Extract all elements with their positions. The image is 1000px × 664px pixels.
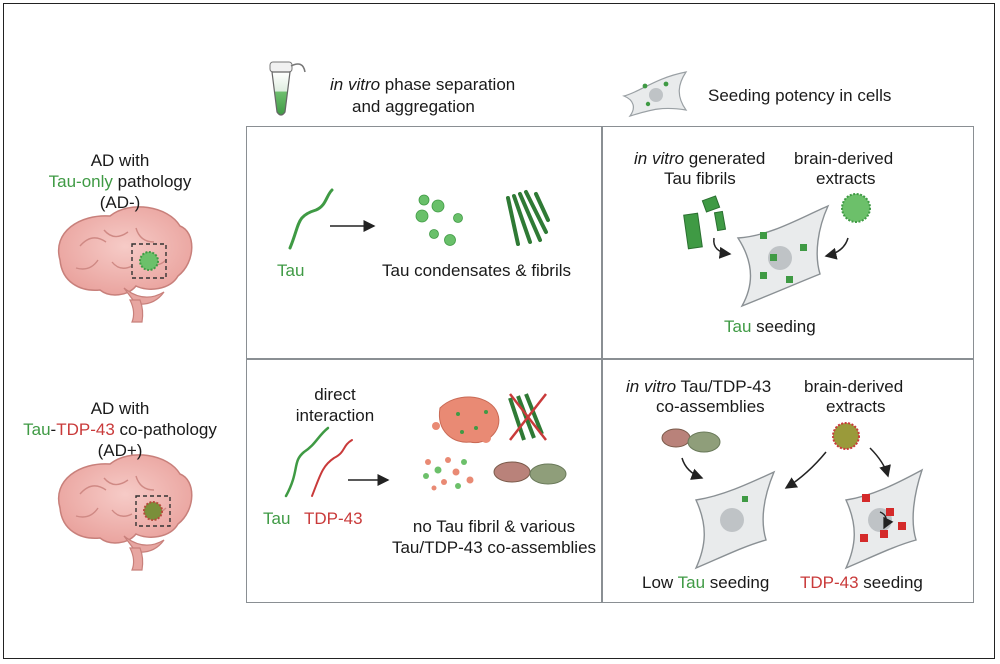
tau-strand — [288, 188, 334, 250]
extracts-label: brain-derived — [804, 377, 904, 396]
invitro-header: in vitro phase separation — [330, 75, 516, 94]
row2-label-line1: AD with — [90, 399, 150, 418]
interaction-label: direct — [314, 385, 356, 404]
tube-icon — [269, 61, 306, 116]
invitro-header-line2: and aggregation — [352, 97, 475, 116]
tau-label: Tau — [263, 509, 291, 528]
extracts-label-line2: extracts — [816, 169, 876, 188]
condensate-icon — [432, 396, 500, 444]
interaction-label-line2: interaction — [295, 406, 375, 425]
coassembly-icon — [661, 428, 721, 453]
fibrils-label: in vitro generated — [634, 149, 766, 168]
condensate-icon — [415, 194, 463, 246]
extracts-label-line2: extracts — [826, 397, 886, 416]
tdp43-seeding-label: TDP-43 seeding — [800, 573, 923, 592]
cell-icon — [736, 204, 830, 308]
row1-label-line1: AD with — [90, 151, 150, 170]
low-tau-seeding-label: Low Tau seeding — [642, 573, 770, 592]
row2-label-line2: Tau-TDP-43 co-pathology — [23, 420, 217, 439]
tdp-strand — [311, 439, 353, 497]
extracts-label: brain-derived — [794, 149, 894, 168]
result-label-line2: Tau/TDP-43 co-assemblies — [391, 538, 597, 557]
row1-label-line3: (AD-) — [99, 193, 141, 212]
row2-label-line3: (AD+) — [97, 441, 143, 460]
fibril-icon — [683, 195, 727, 250]
panel-tau-invitro — [246, 126, 603, 360]
tau-seeding-label: Tau seeding — [724, 317, 816, 336]
tdp43-label: TDP-43 — [304, 509, 363, 528]
condensates-label: Tau condensates & fibrils — [382, 261, 571, 280]
coassembly-label: in vitro Tau/TDP-43 — [626, 377, 772, 396]
extract-icon — [841, 193, 871, 223]
brain-icon — [57, 454, 193, 571]
coassembly-label-line2: co-assemblies — [656, 397, 765, 416]
panel-tau-cells — [601, 126, 974, 360]
row1-label-line2: Tau-only pathology — [48, 172, 192, 191]
cell-icon — [694, 470, 776, 570]
brain-icon — [57, 206, 193, 323]
extract-icon — [832, 422, 860, 450]
condensate-icon — [423, 457, 474, 491]
figure-frame — [3, 3, 995, 659]
tau-label: Tau — [277, 261, 305, 280]
cell-icon — [844, 468, 924, 570]
panel-cop-cells — [601, 358, 974, 603]
tau-strand — [284, 426, 330, 498]
cell-icon — [622, 71, 688, 118]
result-label: no Tau fibril & various — [412, 517, 576, 536]
fibrils-label-line2: Tau fibrils — [664, 169, 736, 188]
seeding-header: Seeding potency in cells — [708, 86, 892, 105]
fibril-icon — [506, 190, 550, 246]
panel-cop-invitro — [246, 358, 603, 603]
fibril-icon — [508, 393, 547, 441]
coassembly-icon — [493, 461, 567, 485]
